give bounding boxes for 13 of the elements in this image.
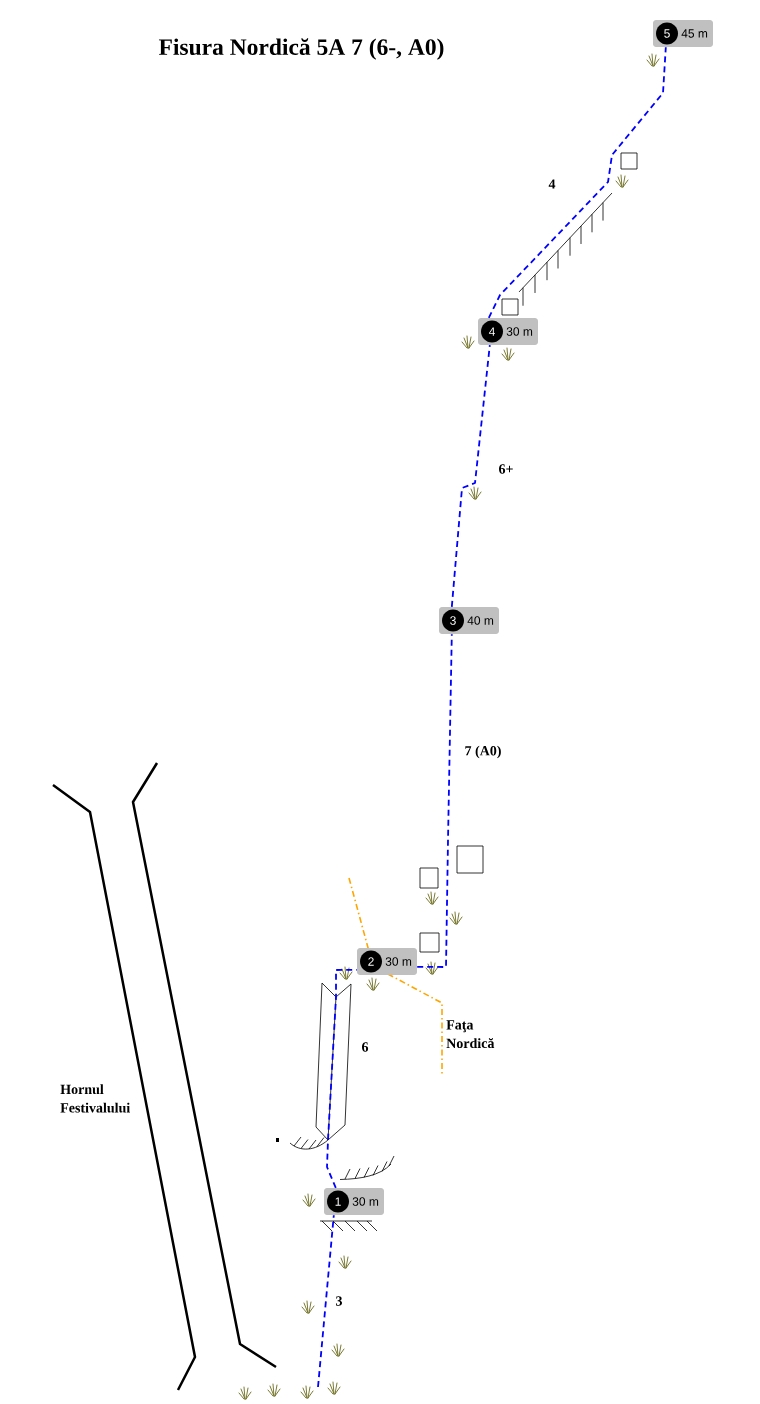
grade-label: 6+ bbox=[497, 463, 515, 475]
route-line bbox=[317, 1214, 335, 1388]
route-line bbox=[326, 968, 358, 1189]
grade-label: 7 (A0) bbox=[463, 744, 503, 760]
grade-label: 4 bbox=[547, 178, 557, 190]
route-line bbox=[450, 344, 491, 608]
area-label: Faţa Nordică bbox=[446, 1020, 495, 1048]
grade-label: 3 bbox=[334, 1295, 344, 1307]
area-label: Hornul Festivalului bbox=[60, 1084, 130, 1113]
grade-label: 6 bbox=[360, 1041, 370, 1053]
route-line bbox=[416, 633, 453, 968]
route-line bbox=[487, 46, 667, 319]
title: Fisura Nordică 5A 7 (6-, A0) bbox=[158, 38, 444, 60]
